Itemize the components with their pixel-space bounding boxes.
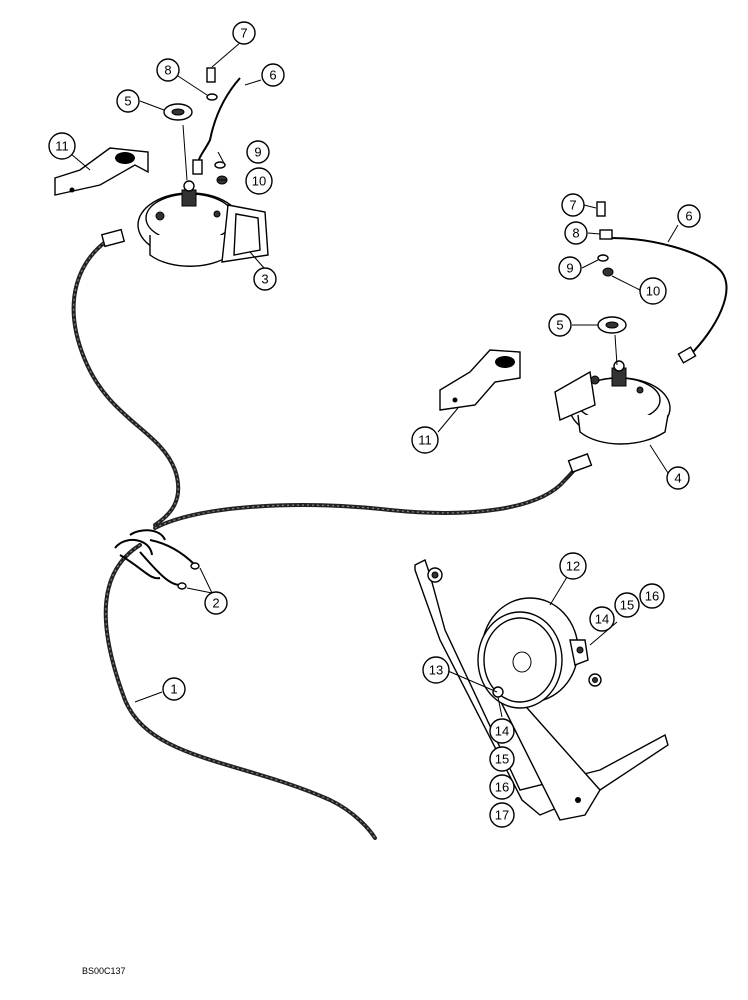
connector-left: [100, 228, 126, 248]
callout-10a: 10: [245, 167, 273, 195]
callout-14a: 14: [589, 606, 615, 632]
callout-16a: 16: [639, 583, 665, 609]
callout-4: 4: [666, 466, 690, 490]
callout-label: 4: [674, 471, 681, 486]
callout-8b: 8: [564, 221, 588, 245]
callout-6b: 6: [677, 204, 701, 228]
callout-label: 2: [212, 596, 219, 611]
callout-label: 9: [566, 261, 573, 276]
callout-label: 6: [269, 68, 276, 83]
callout-16b: 16: [489, 774, 515, 800]
callout-9a: 9: [246, 140, 270, 164]
callout-label: 5: [556, 318, 563, 333]
callout-label: 3: [261, 272, 268, 287]
callout-6a: 6: [261, 63, 285, 87]
callout-label: 11: [55, 139, 69, 154]
callout-5b: 5: [548, 313, 572, 337]
callout-label: 13: [429, 663, 443, 678]
callout-3: 3: [253, 267, 277, 291]
callout-label: 10: [646, 284, 660, 299]
connector-right: [567, 453, 593, 473]
callout-label: 9: [254, 145, 261, 160]
callout-15a: 15: [614, 592, 640, 618]
callout-14b: 14: [489, 718, 515, 744]
callout-label: 16: [645, 589, 659, 604]
callout-label: 15: [495, 752, 509, 767]
callout-label: 14: [595, 612, 609, 627]
callout-label: 12: [566, 559, 580, 574]
bracket-right-hole: [495, 356, 515, 368]
callout-label: 15: [620, 598, 634, 613]
callout-11a: 11: [48, 132, 76, 160]
callout-11b: 11: [411, 426, 439, 454]
callout-2: 2: [204, 591, 228, 615]
callout-15b: 15: [489, 746, 515, 772]
callout-label: 7: [569, 198, 576, 213]
drawing-code: BS00C137: [82, 966, 126, 976]
horn-right: [554, 360, 671, 445]
callout-label: 1: [170, 682, 177, 697]
callout-10b: 10: [639, 277, 667, 305]
callout-9b: 9: [558, 256, 582, 280]
callout-label: 16: [495, 780, 509, 795]
callout-12: 12: [559, 552, 587, 580]
callout-1: 1: [162, 677, 186, 701]
callout-7a: 7: [232, 21, 256, 45]
bracket-left-hole: [115, 152, 135, 164]
inset-disc-horn: [414, 559, 669, 821]
callout-7b: 7: [561, 193, 585, 217]
callout-label: 8: [164, 63, 171, 78]
callout-label: 7: [240, 26, 247, 41]
callout-17: 17: [489, 802, 515, 828]
callout-label: 14: [495, 724, 509, 739]
callout-label: 11: [418, 433, 432, 448]
callout-13: 13: [422, 656, 450, 684]
callout-label: 8: [572, 226, 579, 241]
leader-lines: [70, 41, 679, 718]
callout-label: 10: [252, 174, 266, 189]
horn-left: [137, 180, 269, 267]
callout-label: 6: [685, 209, 692, 224]
callout-label: 17: [495, 808, 509, 823]
callout-label: 5: [124, 94, 131, 109]
harness-cable: [71, 238, 582, 840]
callout-5a: 5: [116, 89, 140, 113]
callout-8a: 8: [156, 58, 180, 82]
